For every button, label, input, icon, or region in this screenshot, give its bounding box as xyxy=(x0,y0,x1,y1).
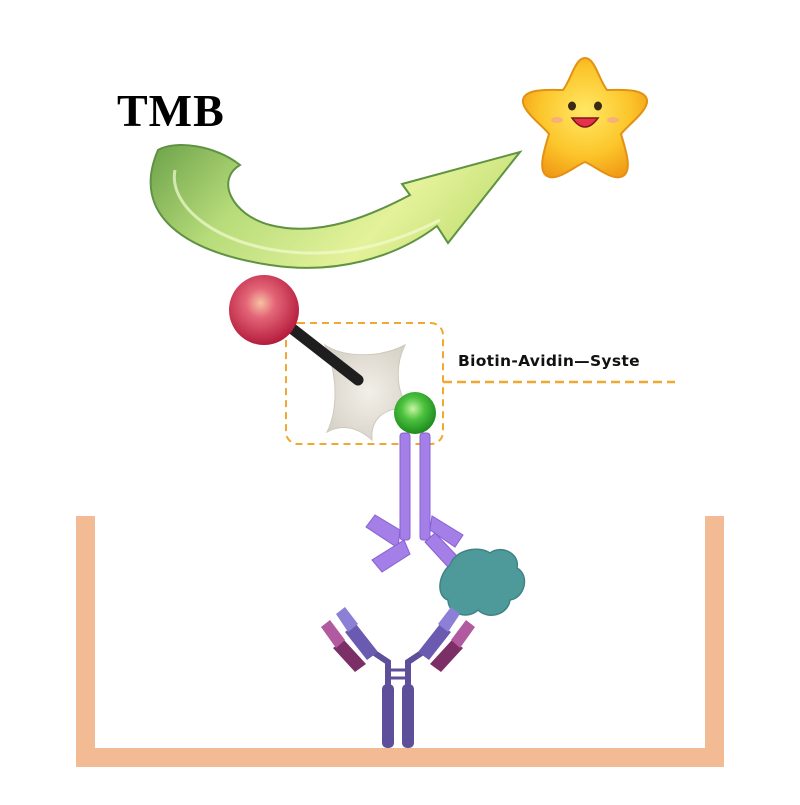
star-mouth xyxy=(570,117,600,128)
capture-light-const-right xyxy=(430,640,463,672)
capture-fc-left xyxy=(382,684,394,748)
well-left-wall xyxy=(76,516,95,766)
star-right-cheek xyxy=(607,117,619,123)
capture-light-var-left xyxy=(321,620,345,648)
microplate-well xyxy=(76,516,724,767)
star-left-cheek xyxy=(551,117,563,123)
detection-arm-left-outer xyxy=(371,539,411,573)
well-right-wall xyxy=(705,516,724,766)
detection-arm-left-inner xyxy=(365,514,401,549)
detection-heavy-chain-left xyxy=(399,432,411,541)
star-left-eye xyxy=(568,101,576,111)
capture-heavy-fab-left xyxy=(345,624,378,660)
capture-light-var-right xyxy=(451,620,475,648)
capture-antibody xyxy=(321,607,475,748)
reaction-arrow xyxy=(149,144,523,269)
target-antigen xyxy=(439,548,526,616)
arrow-highlight xyxy=(172,169,441,255)
hrp-enzyme xyxy=(229,275,299,345)
product-star xyxy=(521,56,649,179)
well-bottom xyxy=(76,748,724,767)
capture-fc-right xyxy=(402,684,414,748)
substrate-label: TMB xyxy=(117,85,225,136)
detection-antibody xyxy=(365,432,464,573)
biotin xyxy=(394,392,436,434)
capture-heavy-fab-right xyxy=(418,624,451,660)
arrow-body xyxy=(149,144,523,269)
capture-light-const-left xyxy=(333,640,366,672)
detection-heavy-chain-right xyxy=(419,432,431,541)
detection-arm-right-inner xyxy=(429,515,464,548)
system-label: Biotin-Avidin—Syste xyxy=(458,352,640,370)
capture-heavy-var-left xyxy=(336,607,358,632)
enzyme-linker xyxy=(284,321,364,386)
capture-heavy-var-right xyxy=(438,607,460,632)
biotin-avidin-box xyxy=(285,322,444,445)
star-right-eye xyxy=(594,101,602,111)
